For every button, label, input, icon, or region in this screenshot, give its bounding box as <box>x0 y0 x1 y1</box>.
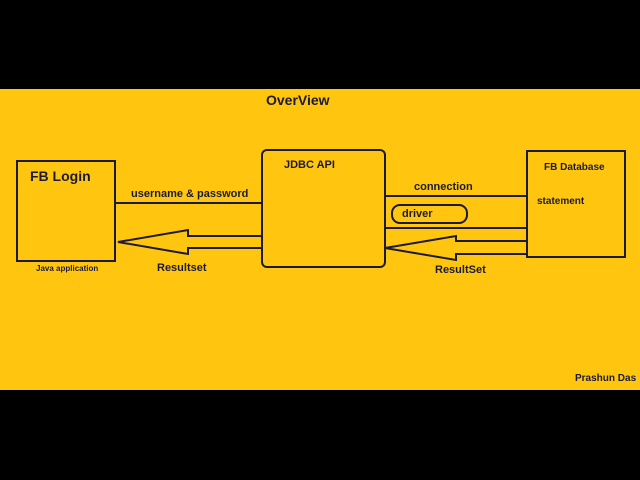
statement-label: statement <box>537 196 585 207</box>
jdbc-api-label: JDBC API <box>284 159 335 171</box>
author-label: Prashun Das <box>575 373 637 384</box>
connection-label: connection <box>414 181 473 193</box>
credentials-label: username & password <box>131 188 249 200</box>
fb-database-box <box>526 150 626 258</box>
fb-database-label: FB Database <box>544 162 605 173</box>
resultset-left-label: Resultset <box>157 262 207 274</box>
java-application-caption: Java application <box>36 264 99 273</box>
driver-box <box>391 204 468 224</box>
resultset-right-label: ResultSet <box>435 264 486 276</box>
resultset-right-arrow <box>384 234 528 262</box>
fb-login-box <box>16 160 116 262</box>
driver-label: driver <box>402 208 433 220</box>
diagram-canvas <box>0 89 640 390</box>
fb-login-label: FB Login <box>30 168 91 184</box>
resultset-left-arrow <box>117 228 263 256</box>
diagram-title: OverView <box>266 92 330 108</box>
jdbc-api-box <box>261 149 386 268</box>
